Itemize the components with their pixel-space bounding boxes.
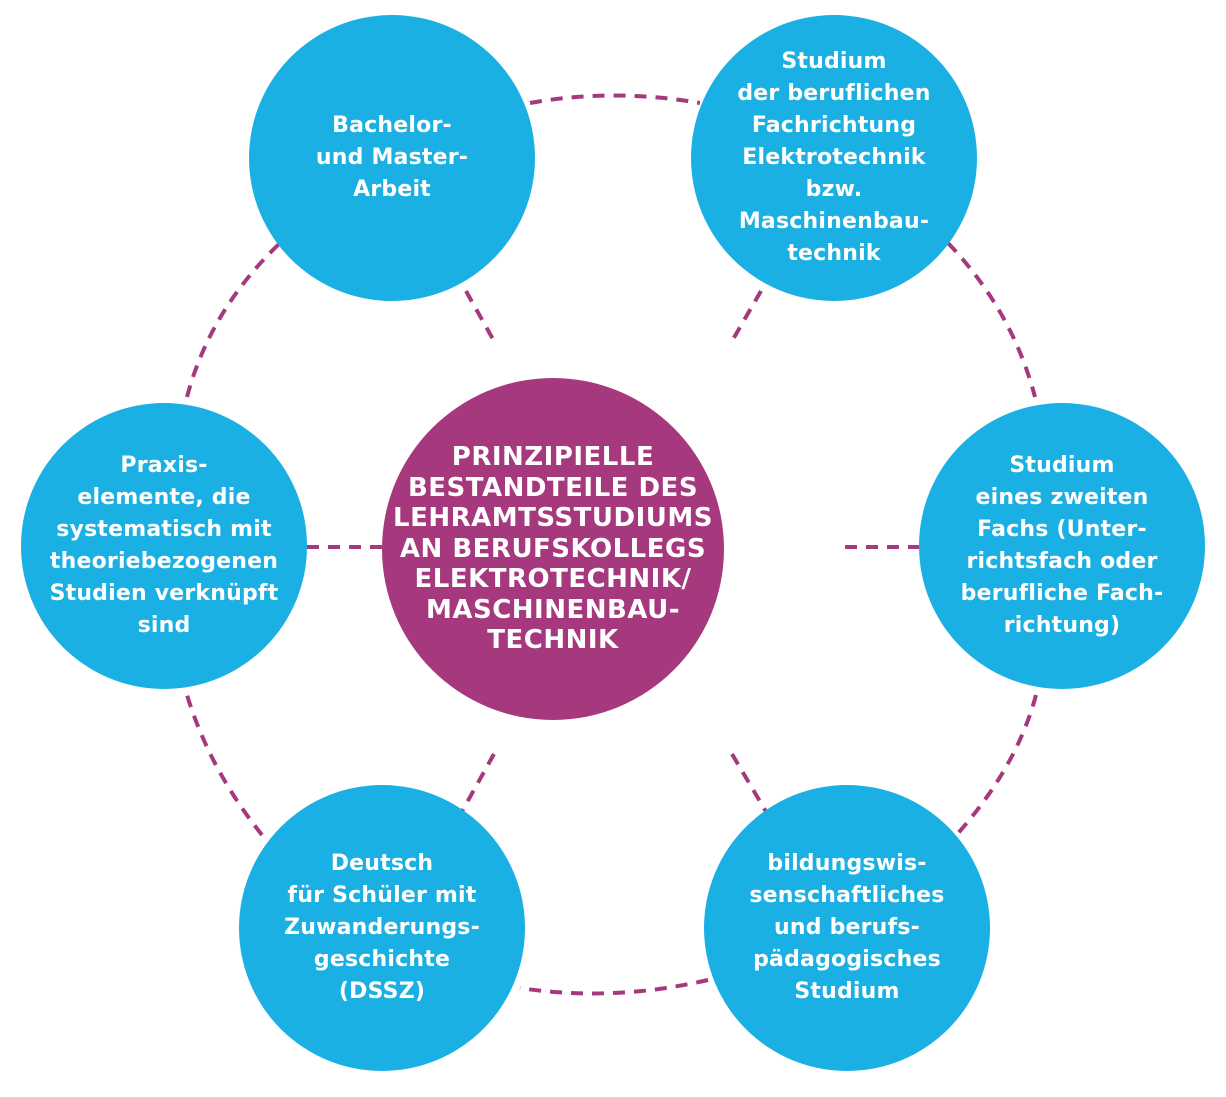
ring-connector-top-left [185,241,282,398]
node-label: Bachelor- und Master- Arbeit [315,113,469,202]
ring-connector-top-right [946,241,1037,398]
node-zweites-fach: Studium eines zweiten Fachs (Unter- rich… [919,403,1205,689]
ring-connector-bottom-left [185,694,264,837]
node-berufliche-fachrichtung: Studium der beruflichen Fachrichtung Ele… [691,15,977,301]
node-bildungswissenschaften: bildungswis- senschaftliches und berufs-… [704,785,990,1071]
node-label: Praxis- elemente, die systematisch mit t… [49,453,279,638]
spoke-bottom-left [458,753,496,816]
node-praxiselemente: Praxis- elemente, die systematisch mit t… [21,403,307,689]
node-label: bildungswis- senschaftliches und berufs-… [749,851,945,1004]
node-label: Studium der beruflichen Fachrichtung Ele… [737,49,931,266]
spoke-top-left [464,290,496,342]
spoke-bottom-right [730,752,770,817]
node-label: Studium eines zweiten Fachs (Unter- rich… [960,453,1164,638]
node-bachelor-master-arbeit: Bachelor- und Master- Arbeit [249,15,535,301]
node-dssz: Deutsch für Schüler mit Zuwanderungs- ge… [239,785,525,1071]
center-node: PRINZIPIELLE BESTANDTEILE DES LEHRAMTSST… [382,378,724,720]
ring-connector-bottom-right [950,694,1038,842]
ring-connector-bottom [519,978,709,996]
center-title: PRINZIPIELLE BESTANDTEILE DES LEHRAMTSST… [393,442,713,656]
spoke-top-right [730,289,763,343]
node-label: Deutsch für Schüler mit Zuwanderungs- ge… [284,851,480,1004]
ring-connector-top [529,93,701,105]
